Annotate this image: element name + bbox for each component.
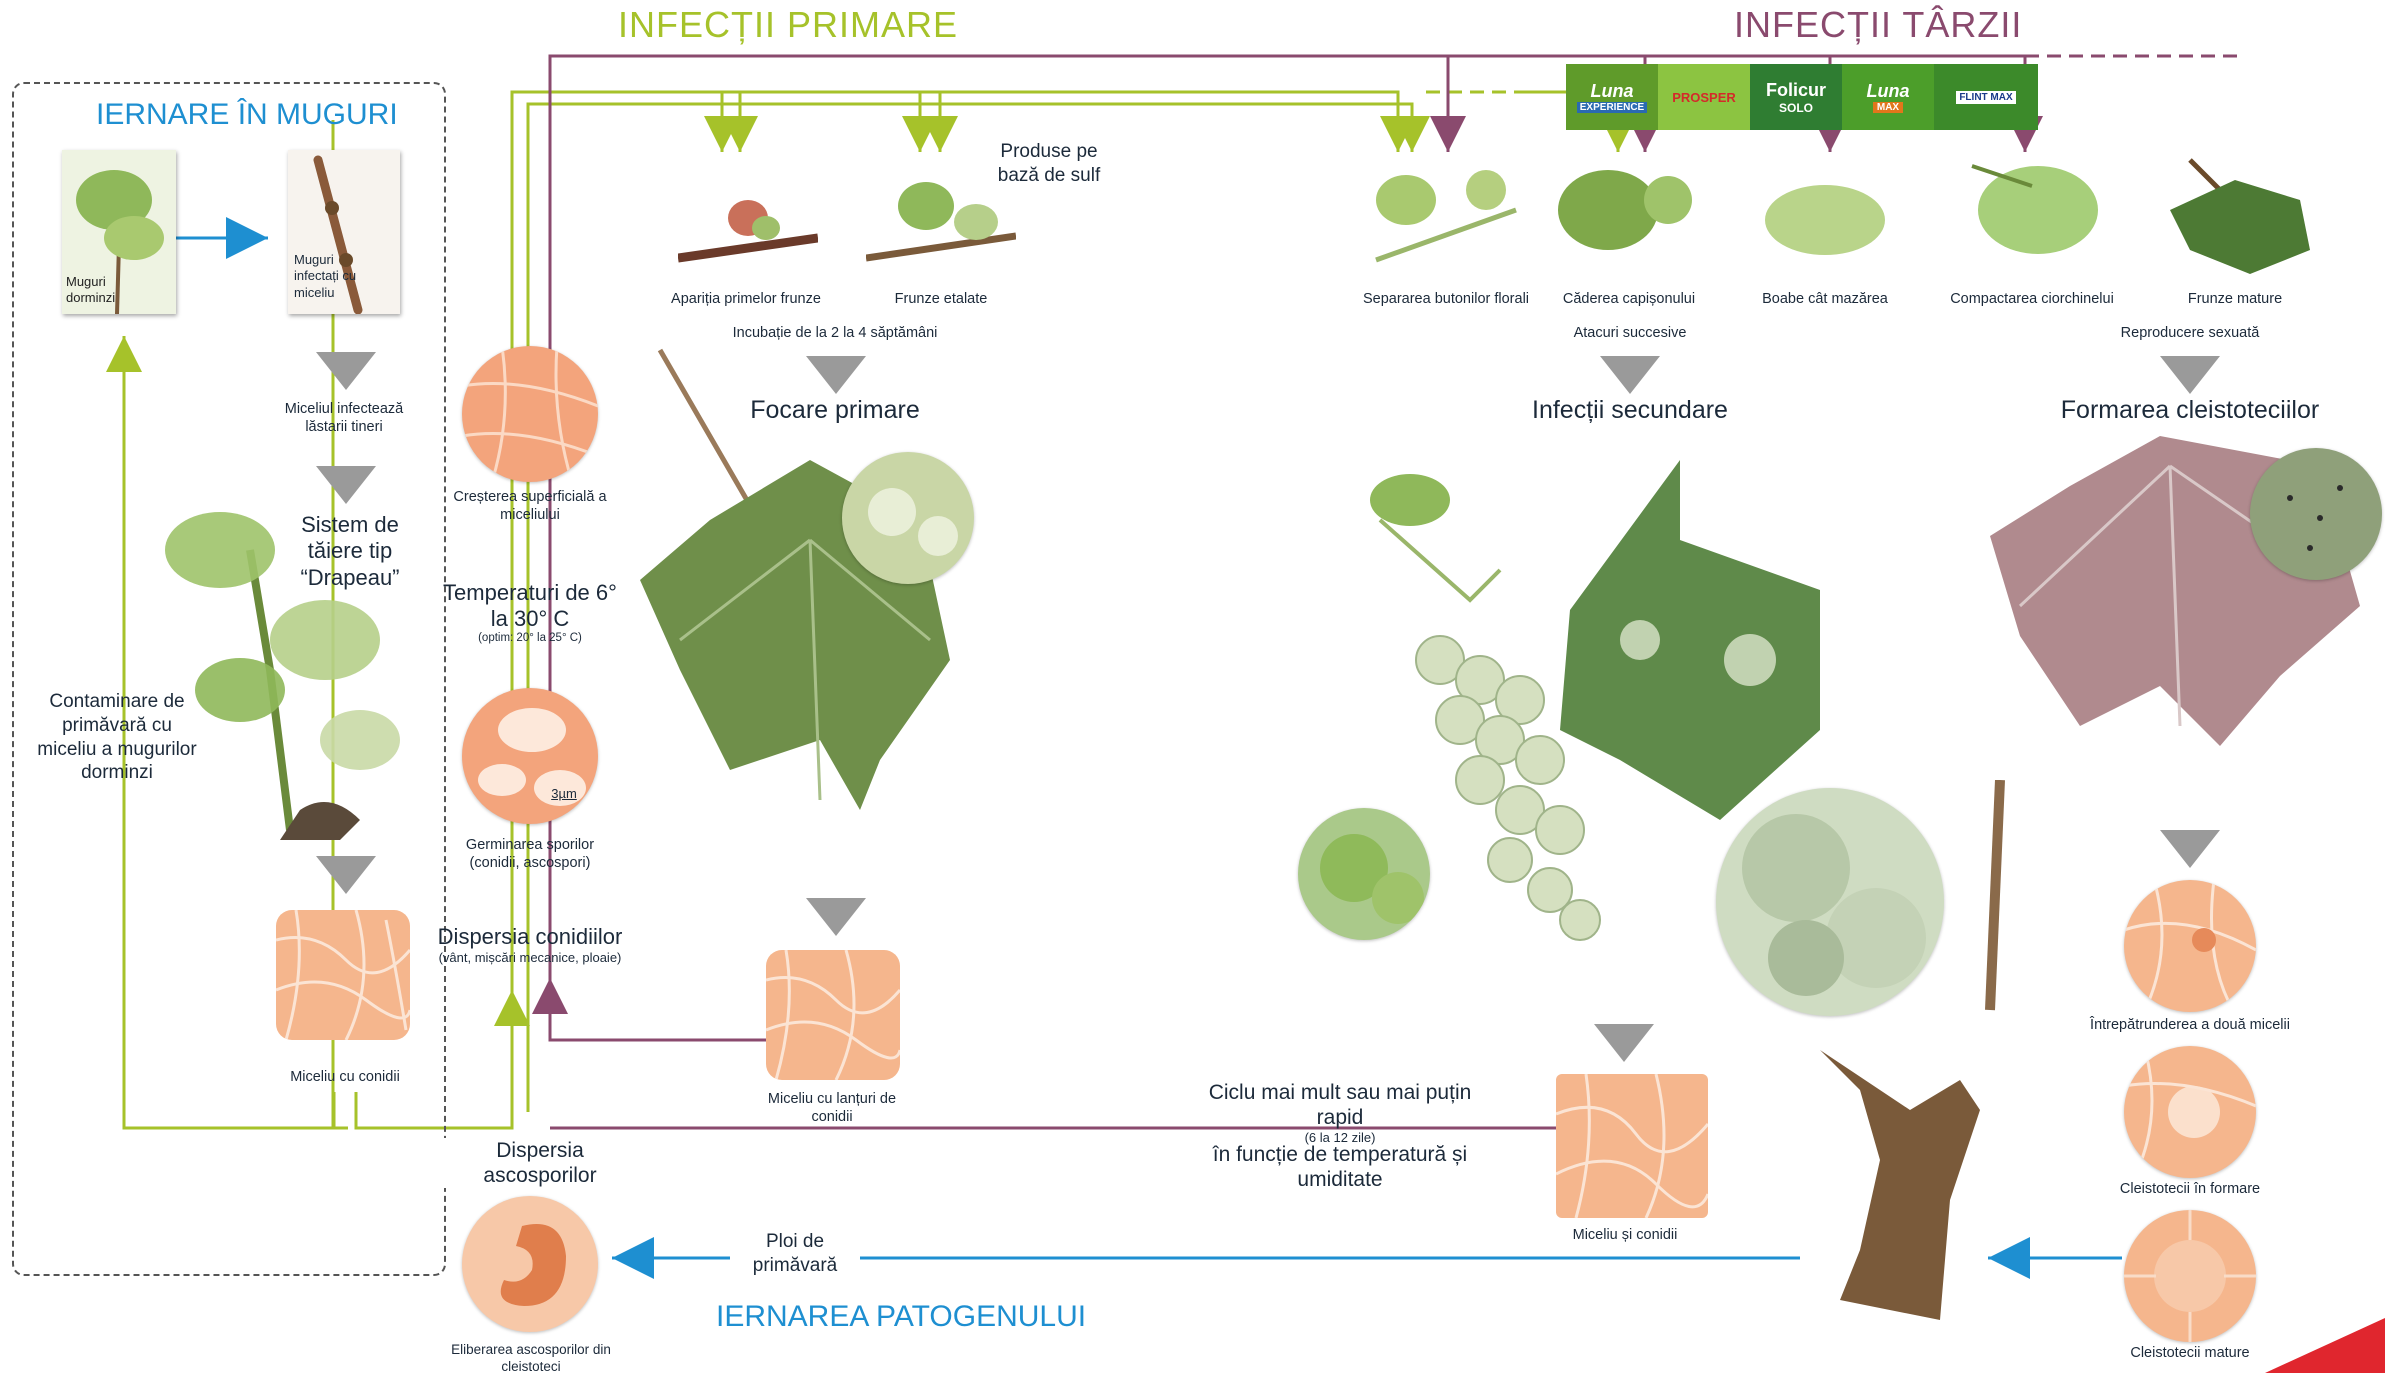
stage-first-leaves: Apariția primelor frunze <box>646 290 846 308</box>
down-arrow <box>316 352 376 390</box>
product-folicur-solo: Folicur SOLO <box>1750 70 1842 124</box>
forming-cleistothecia-label: Cleistotecii în formare <box>2090 1180 2290 1198</box>
ascospore-dispersal-label: Dispersia ascosporilor <box>440 1138 640 1188</box>
title-primary-infections: INFECȚII PRIMARE <box>618 4 958 46</box>
surface-growth-label: Creșterea superficială a miceliului <box>450 488 610 524</box>
down-arrow <box>1600 356 1660 394</box>
stage-flower-buds: Separarea butonilor florali <box>1346 290 1546 308</box>
stage-spread-leaves: Frunze etalate <box>876 290 1006 308</box>
bud-mycelium-conidia-label: Miceliu cu conidii <box>270 1068 420 1086</box>
secondary-mycelium-label: Miceliu și conidii <box>1540 1226 1710 1244</box>
infects-shoots-label: Miceliul infectează lăstarii tineri <box>264 400 424 436</box>
product-flint-max: FLINT MAX <box>1934 70 2038 124</box>
stage-mature-leaves: Frunze mature <box>2160 290 2310 308</box>
cycle-conditions-label: în funcție de temperatură și umiditate <box>1200 1142 1480 1192</box>
down-arrow <box>2160 830 2220 868</box>
dormant-buds-label: Muguri dorminzi <box>66 274 126 307</box>
title-bud-overwintering: IERNARE ÎN MUGURI <box>96 98 398 132</box>
interpenetration-label: Întrepătrunderea a două micelii <box>2070 1016 2310 1034</box>
pea-berries-illustration <box>1750 160 1900 270</box>
vine-trunk-illustration <box>1800 780 2040 1330</box>
interpenetration-circle <box>2124 880 2256 1012</box>
stage-cap-fall: Căderea capișonului <box>1544 290 1714 308</box>
berry-detail-circle <box>1298 808 1430 940</box>
sexual-reproduction-label: Reproducere sexuată <box>2090 324 2290 342</box>
stage-pea-berries: Boabe cât mazărea <box>1740 290 1910 308</box>
autumn-leaf-zoom-circle <box>2250 448 2382 580</box>
secondary-mycelium-image <box>1556 1074 1708 1218</box>
down-arrow <box>316 856 376 894</box>
forming-cleistothecia-circle <box>2124 1046 2256 1178</box>
leaf-detail-zoom-circle <box>842 452 974 584</box>
flower-buds-illustration <box>1366 150 1526 270</box>
spring-contamination-label: Contaminare de primăvară cu miceliu a mu… <box>32 690 202 785</box>
product-luna-max: Luna MAX <box>1842 70 1934 124</box>
chain-conidia-label: Miceliu cu lanțuri de conidii <box>752 1090 912 1126</box>
spore-germination-circle <box>462 688 598 824</box>
spring-rain-label: Ploi de primăvară <box>730 1230 860 1278</box>
title-pathogen-overwintering: IERNAREA PATOGENULUI <box>716 1300 1086 1334</box>
chain-conidia-image <box>766 950 900 1080</box>
down-arrow <box>806 898 866 936</box>
scale-bar-label: 3µm <box>544 786 584 801</box>
cycle-speed-label: Ciclu mai mult sau mai puțin rapid <box>1200 1080 1480 1130</box>
mature-leaves-illustration <box>2150 150 2320 274</box>
mature-cleistothecia-label: Cleistotecii mature <box>2090 1344 2290 1362</box>
down-arrow <box>1594 1024 1654 1062</box>
title-late-infections: INFECȚII TÂRZII <box>1734 4 2022 46</box>
stage-bunch-closure: Compactarea ciorchinelui <box>1942 290 2122 308</box>
product-luna-experience: Luna EXPERIENCE <box>1566 70 1658 124</box>
corner-accent <box>2265 1318 2385 1373</box>
ascospore-release-circle <box>462 1196 598 1332</box>
fungicide-products-band: Luna EXPERIENCE PROSPER Folicur SOLO Lun… <box>1566 64 2038 130</box>
drapeau-shoot-illustration <box>150 490 420 840</box>
sulfur-products-label: Produse pe bază de sulf <box>984 140 1114 188</box>
conidia-dispersal-label: Dispersia conidiilor <box>430 924 630 950</box>
first-leaves-illustration <box>678 178 818 278</box>
spore-germination-label: Germinarea sporilor (conidii, ascospori) <box>444 836 616 872</box>
temperature-optimum-label: (optim: 20° la 25° C) <box>440 632 620 644</box>
surface-growth-circle <box>462 346 598 482</box>
product-prosper: PROSPER <box>1658 70 1750 124</box>
temperatures-label: Temperaturi de 6° la 30° C <box>440 580 620 633</box>
bunch-closure-illustration <box>1952 146 2112 274</box>
ascospore-release-label: Eliberarea ascosporilor din cleistoteci <box>440 1342 622 1376</box>
infected-buds-label: Muguri infectați cu miceliu <box>294 252 374 301</box>
bud-mycelium-conidia-image <box>276 910 410 1040</box>
cap-fall-illustration <box>1548 150 1710 270</box>
mature-cleistothecia-circle <box>2124 1210 2256 1342</box>
successive-attacks-label: Atacuri succesive <box>1540 324 1720 342</box>
conidia-dispersal-causes: (vânt, mișcări mecanice, ploaie) <box>420 950 640 965</box>
